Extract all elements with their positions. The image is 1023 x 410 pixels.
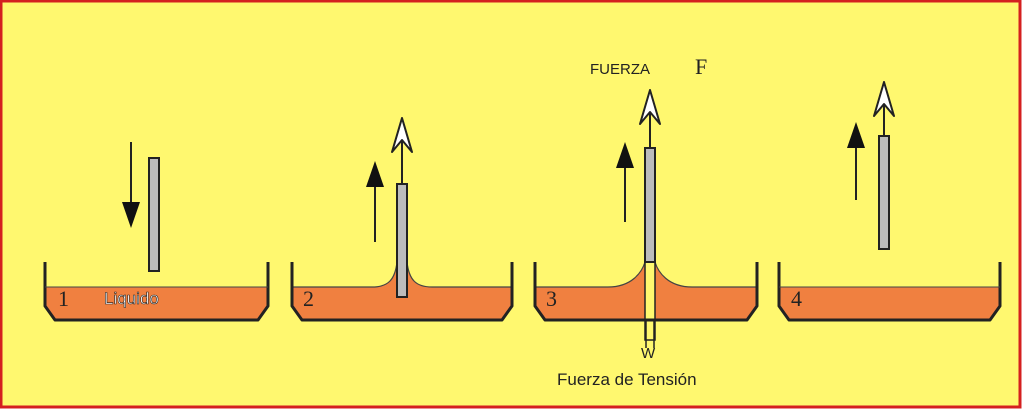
panel-1: 1 Liquido: [43, 142, 270, 322]
weight-symbol: W: [641, 345, 656, 362]
panel-number: 4: [791, 286, 802, 311]
up-arrow-icon: [366, 161, 384, 242]
panel-3: W 3 FUERZA F Fuerza de Tensión: [533, 54, 759, 389]
container: [290, 262, 514, 322]
liquid-label: Liquido: [104, 289, 159, 308]
down-arrow-icon: [122, 142, 140, 228]
force-symbol: F: [695, 54, 707, 79]
liquid-body: [45, 287, 268, 320]
force-label: FUERZA: [590, 61, 650, 78]
panel-number: 3: [546, 286, 557, 311]
rod: [148, 157, 160, 272]
force-arrow-icon: [391, 117, 413, 184]
rod: [396, 183, 408, 298]
container: [43, 262, 270, 322]
meniscus: [535, 261, 757, 288]
force-arrow-icon: [873, 81, 895, 136]
rod: [644, 147, 656, 263]
liquid-body: [535, 262, 757, 320]
weight-arrow-icon: [645, 320, 655, 348]
container: [777, 262, 1002, 322]
panel-2: 2: [290, 117, 514, 322]
panel-4: 4: [777, 81, 1002, 322]
tension-label: Fuerza de Tensión: [557, 370, 697, 389]
panel-number: 1: [58, 286, 69, 311]
up-arrow-icon: [847, 122, 865, 200]
rod: [878, 135, 890, 250]
up-arrow-icon: [616, 142, 634, 222]
rod-submerged: [644, 261, 656, 341]
panel-number: 2: [303, 286, 314, 311]
liquid-body: [779, 287, 1000, 320]
liquid-body: [292, 262, 512, 320]
force-arrow-icon: [639, 89, 661, 148]
